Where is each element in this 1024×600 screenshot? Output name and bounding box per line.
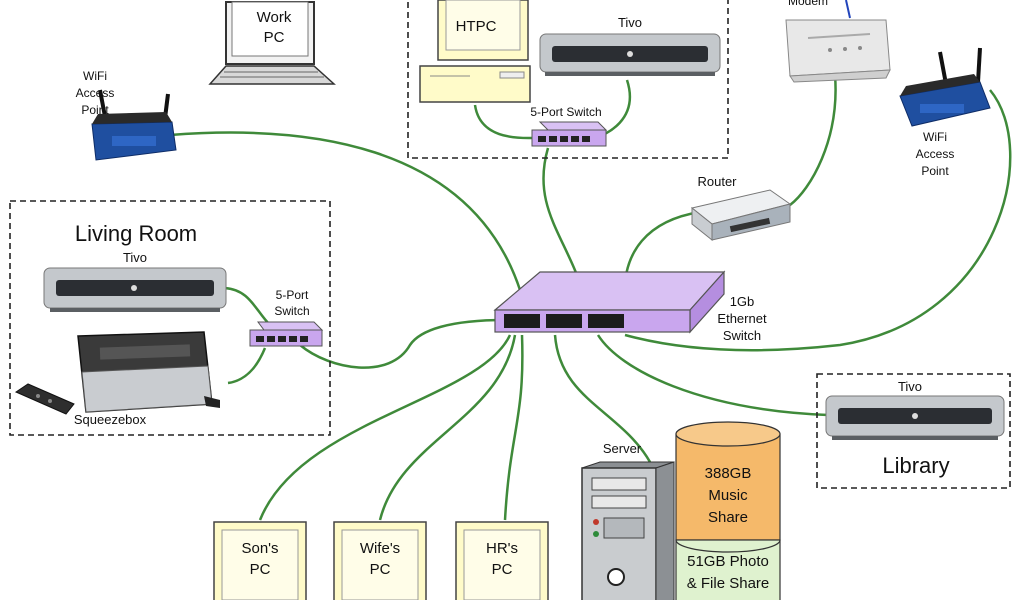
server-icon (581, 461, 675, 600)
main-switch-label-1: 1Gb (730, 294, 755, 309)
hrs-pc-label-2: PC (492, 561, 513, 578)
squeezebox-label: Squeezebox (74, 412, 147, 427)
music-share-label-2: Music (708, 487, 748, 504)
wifi-left-label-3: Point (81, 103, 109, 117)
music-share-label-1: 388GB (705, 465, 752, 482)
sons-pc-icon (213, 521, 307, 600)
living-room-title: Living Room (75, 221, 197, 246)
htpc-label: HTPC (456, 18, 497, 35)
wifes-pc-icon (333, 521, 427, 600)
modem-icon (785, 0, 891, 83)
tivo-library-label: Tivo (898, 379, 922, 394)
work-pc-label-2: PC (264, 29, 285, 46)
cable-server (553, 334, 652, 463)
room-box-living (9, 200, 331, 436)
main-switch-label-3: Switch (723, 328, 761, 343)
room-box-library (816, 373, 1011, 489)
hrs-pc-icon (455, 521, 549, 600)
top-switch-icon (531, 121, 608, 147)
cable-htpc-switch (473, 104, 533, 140)
router-label: Router (697, 174, 737, 189)
tivo-living-label: Tivo (123, 250, 147, 265)
cable-living-tivo (224, 286, 271, 326)
wifi-left-label-2: Access (76, 86, 115, 100)
server-label: Server (603, 441, 642, 456)
living-switch-label-1: 5-Port (276, 288, 309, 302)
cable-library-tivo (596, 334, 829, 417)
wifi-right-icon (899, 47, 991, 127)
cable-living-squeezebox (227, 347, 267, 385)
cable-hrs-pc (503, 334, 524, 521)
cable-wifes-pc (378, 334, 517, 521)
room-box-top (407, 0, 729, 159)
library-title: Library (882, 453, 949, 478)
wifi-right-label-2: Access (916, 147, 955, 161)
modem-label: Modem (788, 0, 828, 8)
top-switch-label: 5-Port Switch (530, 105, 601, 119)
cables (169, 74, 1012, 521)
hrs-pc-label-1: HR's (486, 540, 518, 557)
squeezebox-icon (77, 331, 220, 413)
storage-cylinder-icon (675, 421, 781, 600)
cable-living-switch (299, 318, 506, 369)
photo-share-label-2: & File Share (687, 575, 770, 592)
work-pc-icon (208, 1, 336, 85)
tivo-library-icon (825, 395, 1005, 440)
living-switch-label-2: Switch (274, 304, 309, 318)
wifi-left-icon (91, 89, 177, 161)
tivo-top-icon (539, 33, 721, 76)
photo-share-label-1: 51GB Photo (687, 553, 769, 570)
cable-sons-pc (258, 334, 512, 521)
main-switch-icon (493, 270, 726, 334)
music-share-label-3: Share (708, 509, 748, 526)
sons-pc-label-1: Son's (241, 540, 278, 557)
living-switch-icon (249, 321, 324, 347)
cable-wifi-right (624, 89, 1012, 352)
htpc-icon (419, 0, 531, 103)
main-switch-label-2: Ethernet (717, 311, 767, 326)
router-icon (690, 189, 792, 242)
wifi-right-label-3: Point (921, 164, 949, 178)
remote-control-icon (14, 383, 75, 415)
tivo-top-label: Tivo (618, 15, 642, 30)
cable-modem-router (789, 74, 837, 206)
wifi-right-label-1: WiFi (923, 130, 947, 144)
wifes-pc-label-1: Wife's (360, 540, 400, 557)
cable-wifi-left (169, 131, 522, 291)
sons-pc-label-2: PC (250, 561, 271, 578)
wifes-pc-label-2: PC (370, 561, 391, 578)
wifi-left-label-1: WiFi (83, 69, 107, 83)
work-pc-label-1: Work (257, 9, 292, 26)
tivo-living-icon (43, 267, 227, 312)
